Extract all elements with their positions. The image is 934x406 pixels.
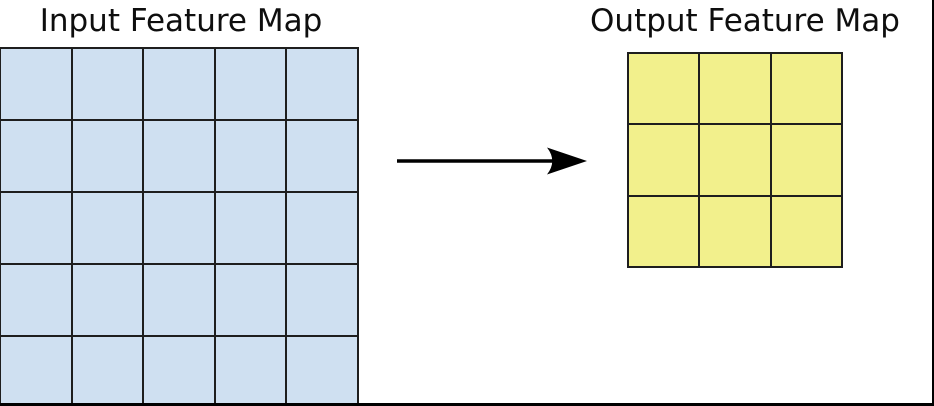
- grid-cell: [700, 125, 770, 195]
- arrow-head: [547, 147, 587, 175]
- grid-cell: [629, 125, 699, 195]
- grid-cell: [215, 265, 286, 335]
- grid-cell: [287, 337, 357, 403]
- grid-cell: [700, 196, 770, 266]
- grid-cell: [215, 337, 286, 403]
- grid-cell: [215, 121, 286, 191]
- grid-cell: [144, 49, 214, 119]
- grid-cell: [287, 193, 357, 263]
- input-feature-map-grid: [0, 47, 359, 403]
- grid-cell: [72, 121, 143, 191]
- output-feature-map-title: Output Feature Map: [590, 3, 900, 39]
- grid-cell: [72, 49, 143, 119]
- grid-cell: [629, 54, 699, 124]
- grid-cell: [771, 196, 841, 266]
- grid-cell: [287, 265, 357, 335]
- grid-cell: [72, 265, 143, 335]
- grid-cell: [1, 265, 71, 335]
- grid-cell: [771, 125, 841, 195]
- grid-cell: [287, 49, 357, 119]
- grid-cell: [629, 196, 699, 266]
- grid-cell: [771, 54, 841, 124]
- grid-cell: [72, 337, 143, 403]
- grid-cell: [144, 337, 214, 403]
- grid-cell: [287, 121, 357, 191]
- grid-cell: [1, 49, 71, 119]
- right-arrow-icon: [397, 147, 587, 175]
- output-feature-map-grid: [627, 52, 843, 268]
- grid-cell: [144, 193, 214, 263]
- grid-cell: [1, 193, 71, 263]
- grid-cell: [144, 265, 214, 335]
- grid-cell: [72, 193, 143, 263]
- grid-cell: [1, 121, 71, 191]
- input-feature-map-title: Input Feature Map: [39, 3, 323, 39]
- grid-cell: [215, 193, 286, 263]
- grid-cell: [215, 49, 286, 119]
- grid-cell: [700, 54, 770, 124]
- grid-cell: [1, 337, 71, 403]
- grid-cell: [144, 121, 214, 191]
